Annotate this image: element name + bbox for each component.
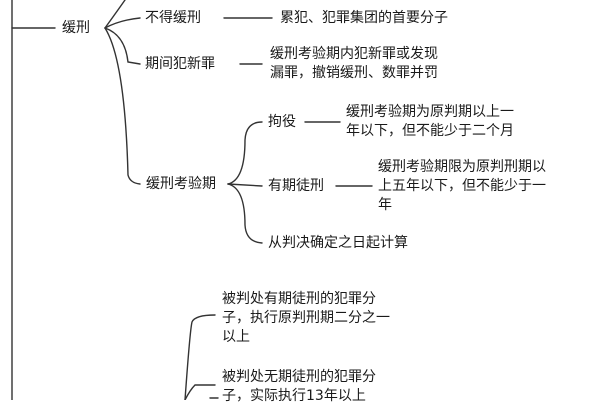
- node-huanxing: 缓刑: [62, 20, 90, 36]
- node-bude-detail: 累犯、犯罪集团的首要分子: [280, 10, 448, 26]
- link-huanxing-bude: [104, 17, 141, 29]
- node-youqi: 有期徒刑: [268, 178, 324, 194]
- node-bude: 不得缓刑: [145, 10, 201, 26]
- juyi-detail-line-2: 年以下，但不能少于二个月: [346, 123, 514, 139]
- link-lower-wuqi: [184, 384, 216, 400]
- lower-youqi-line-2: 子，执行原判刑期二分之一: [222, 310, 390, 326]
- jianfan-detail-line-1: 缓刑考验期内犯新罪或发现: [270, 46, 438, 62]
- link-lower-youqi: [184, 314, 216, 400]
- node-youqi-detail: 缓刑考验期限为原判刑期以 上五年以下，但不能少于一 年: [378, 158, 546, 215]
- node-jianfan-detail: 缓刑考验期内犯新罪或发现 漏罪，撤销缓刑、数罪并罚: [270, 45, 438, 83]
- link-kaoyan-juyi: [227, 121, 263, 185]
- link-huanxing-kaoyan: [104, 27, 141, 185]
- node-juyi-detail: 缓刑考验期为原判期以上一 年以下，但不能少于二个月: [346, 103, 514, 141]
- lower-youqi-line-1: 被判处有期徒刑的犯罪分: [222, 291, 376, 307]
- node-kaoyan: 缓刑考验期: [146, 176, 216, 192]
- link-kaoyan-start: [227, 183, 263, 244]
- node-juyi: 拘役: [268, 114, 296, 130]
- juyi-detail-line-1: 缓刑考验期为原判期以上一: [346, 104, 514, 120]
- link-huanxing-jianfan: [104, 27, 141, 65]
- lower-youqi-line-3: 以上: [222, 329, 250, 345]
- lower-wuqi-line-2: 子，实际执行13年以上: [222, 388, 366, 404]
- node-start: 从判决确定之日起计算: [268, 235, 408, 251]
- link-huanxing-top: [104, 0, 126, 29]
- youqi-detail-line-3: 年: [378, 197, 392, 213]
- node-lower-wuqi-detail: 被判处无期徒刑的犯罪分 子，实际执行13年以上: [222, 368, 376, 406]
- youqi-detail-line-2: 上五年以下，但不能少于一: [378, 178, 546, 194]
- lower-wuqi-line-1: 被判处无期徒刑的犯罪分: [222, 369, 376, 385]
- jianfan-detail-line-2: 漏罪，撤销缓刑、数罪并罚: [270, 65, 438, 81]
- node-jianfan: 期间犯新罪: [145, 56, 215, 72]
- node-lower-youqi-detail: 被判处有期徒刑的犯罪分 子，执行原判刑期二分之一 以上: [222, 290, 390, 347]
- youqi-detail-line-1: 缓刑考验期限为原判刑期以: [378, 159, 546, 175]
- link-kaoyan-youqi: [227, 183, 263, 187]
